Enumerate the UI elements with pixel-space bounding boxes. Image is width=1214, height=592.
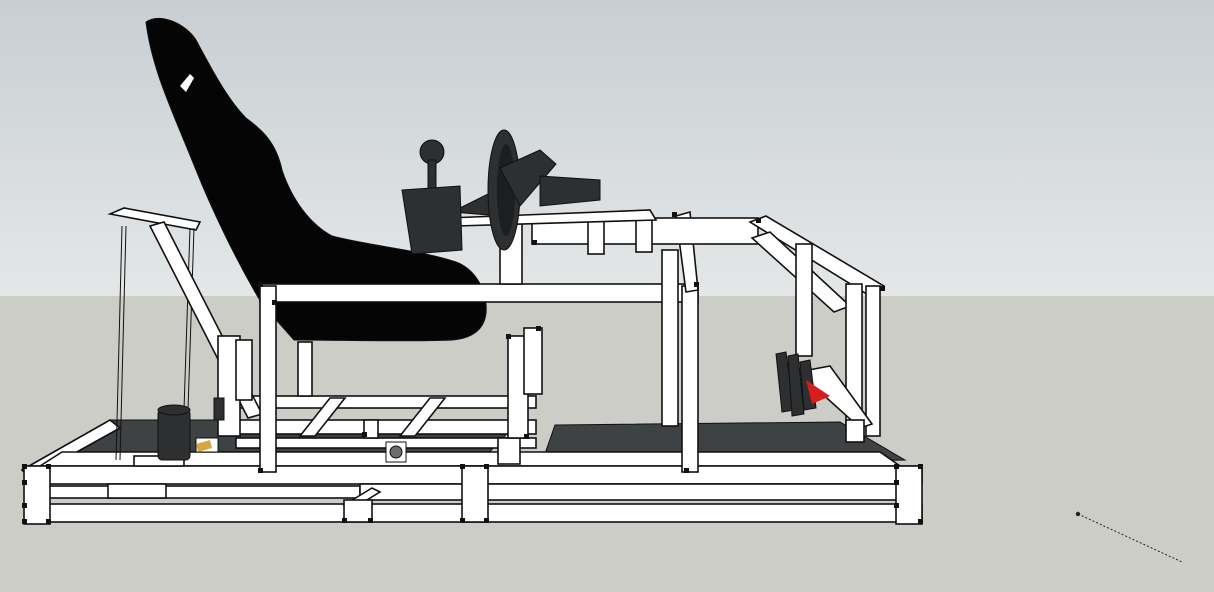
steering-wheel[interactable] xyxy=(487,129,601,251)
base-frame[interactable] xyxy=(20,419,923,525)
gear-shifter[interactable] xyxy=(401,139,463,255)
rear-accessory[interactable] xyxy=(157,397,225,461)
pedal-mount[interactable] xyxy=(796,365,874,443)
seat-harness-slot xyxy=(180,74,194,92)
racing-seat[interactable] xyxy=(145,17,487,342)
tape-measure-guide[interactable] xyxy=(1075,511,1183,563)
pedal-set[interactable] xyxy=(775,351,830,417)
slider-handle[interactable] xyxy=(385,441,407,463)
